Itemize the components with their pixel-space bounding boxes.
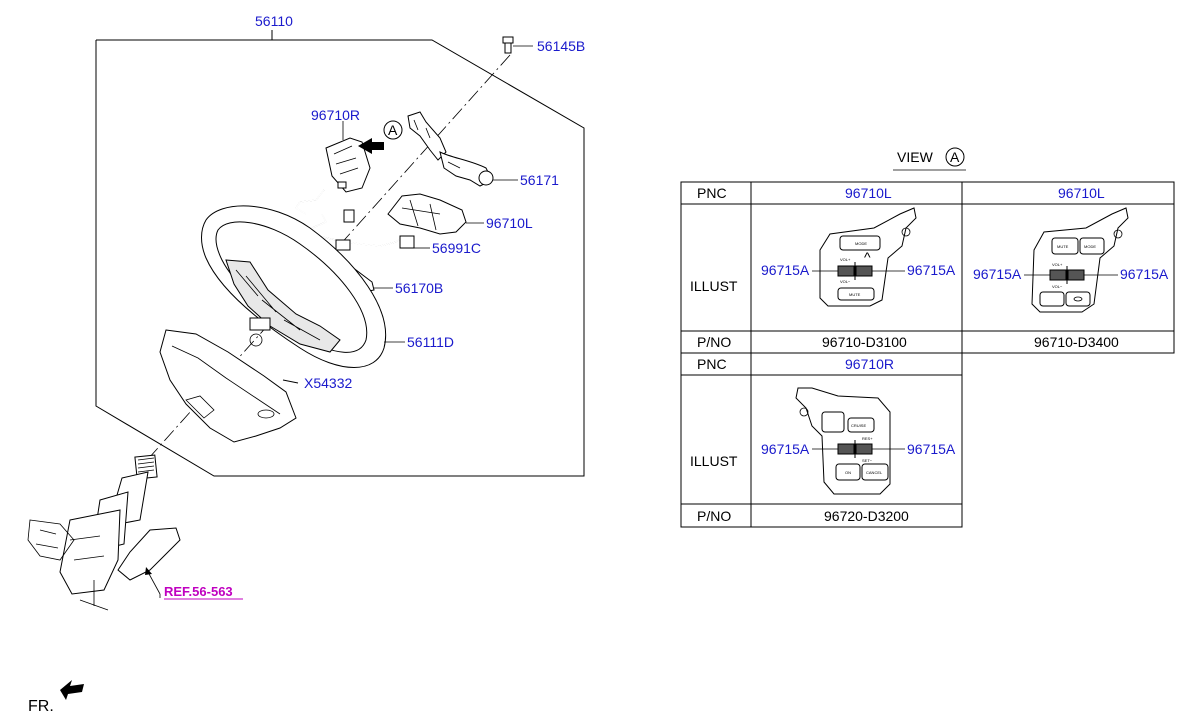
label-56991c[interactable]: 56991C	[432, 240, 481, 256]
label-x54332[interactable]: X54332	[304, 375, 352, 391]
switch-pn-right-1[interactable]: 96715A	[907, 262, 956, 278]
switch-pn-left-1[interactable]: 96715A	[761, 262, 810, 278]
view-caption-marker: A	[950, 149, 960, 165]
pnc-value-right[interactable]: 96710L	[1058, 185, 1105, 201]
pnc-value-left[interactable]: 96710L	[845, 185, 892, 201]
illust-header: ILLUST	[690, 278, 738, 294]
assembly-frame	[95, 30, 585, 477]
front-arrow-icon	[60, 680, 84, 700]
pno-value-bottom: 96720-D3200	[824, 508, 909, 524]
steering-column	[27, 454, 181, 611]
airbag-cover	[159, 329, 297, 443]
label-96710l[interactable]: 96710L	[486, 215, 533, 231]
pnc-header-2: PNC	[697, 356, 727, 372]
label-56110[interactable]: 56110	[255, 13, 293, 29]
mode-button-text: MODE	[855, 241, 867, 246]
switch-pn-right-3[interactable]: 96715A	[907, 441, 956, 457]
view-marker-circle	[383, 120, 403, 140]
pnc-value-bottom[interactable]: 96710R	[845, 356, 894, 372]
pno-value-right: 96710-D3400	[1034, 334, 1119, 350]
cruise-button-text: CRUISE	[851, 423, 866, 428]
vol-up-text-2: VOL+	[1052, 262, 1063, 267]
set-button-text: SET−	[862, 458, 873, 463]
vol-up-text: VOL+	[840, 257, 851, 262]
switch-pn-left-3[interactable]: 96715A	[761, 441, 810, 457]
view-arrow-icon	[358, 138, 384, 154]
label-56145b[interactable]: 56145B	[537, 38, 585, 54]
mute-button-text-2: MUTE	[1057, 244, 1069, 249]
vol-down-text-2: VOL−	[1052, 284, 1063, 289]
switch-pn-right-2[interactable]: 96715A	[1120, 266, 1169, 282]
clock-spring-56171	[407, 111, 494, 187]
label-56111d[interactable]: 56111D	[407, 334, 454, 350]
illust-header-2: ILLUST	[690, 453, 738, 469]
mute-button-text: MUTE	[849, 292, 861, 297]
switch-illustration-d3100: MODE VOL+ VOL− ^ MUTE	[819, 207, 917, 307]
ref-arrow-icon	[145, 567, 152, 575]
switch-illustration-d3400: MUTE MODE VOL+ VOL−	[1031, 207, 1129, 313]
remote-switch-left	[387, 193, 467, 235]
vol-down-text: VOL−	[840, 279, 851, 284]
front-label: FR.	[28, 698, 54, 715]
view-marker-a: A	[388, 122, 398, 138]
on-button-text: ON	[845, 470, 851, 475]
view-table-grid	[680, 181, 1175, 528]
pno-header: P/NO	[697, 334, 731, 350]
label-96710r[interactable]: 96710R	[311, 107, 360, 123]
label-56170b[interactable]: 56170B	[395, 280, 443, 296]
pno-value-left: 96710-D3100	[822, 334, 907, 350]
switch-illustration-d3200: CRUISE RES+ SET− ON CANCEL	[795, 387, 891, 495]
pno-header-2: P/NO	[697, 508, 731, 524]
reference-link[interactable]: REF.56-563	[164, 584, 233, 599]
bolt-56145b	[502, 36, 533, 54]
res-button-text: RES+	[862, 436, 873, 441]
view-caption: VIEW	[897, 149, 934, 165]
steering-wheel-56111d	[201, 205, 386, 368]
pnc-header: PNC	[697, 185, 727, 201]
switch-pn-left-2[interactable]: 96715A	[973, 266, 1022, 282]
label-56171[interactable]: 56171	[520, 172, 559, 188]
cancel-button-text: CANCEL	[866, 470, 883, 475]
mode-button-text-2: MODE	[1084, 244, 1096, 249]
wiring-harness-56991c	[295, 189, 415, 251]
screw-x54332	[282, 379, 299, 384]
remote-switch-right	[325, 137, 371, 193]
svg-text:^: ^	[864, 249, 871, 265]
